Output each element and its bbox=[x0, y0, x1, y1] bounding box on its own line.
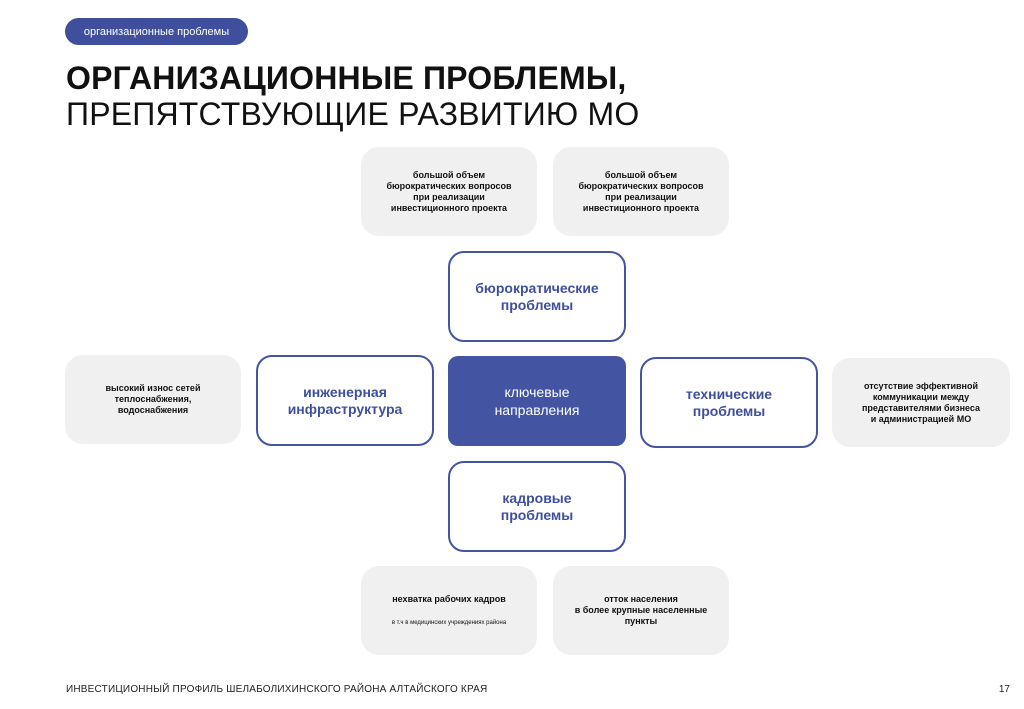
center-key-directions: ключевые направления bbox=[448, 356, 626, 446]
detail-box-left: высокий износ сетей теплоснабжения, водо… bbox=[65, 355, 241, 444]
detail-bottom-left-sub: в т.ч в медицинских учреждениях района bbox=[391, 620, 507, 626]
page-title-line-2: ПРЕПЯТСТВУЮЩИЕ РАЗВИТИЮ МО bbox=[66, 96, 640, 132]
detail-box-bottom-right: отток населения в более крупные населенн… bbox=[553, 566, 729, 655]
page-title: ОРГАНИЗАЦИОННЫЕ ПРОБЛЕМЫ, ПРЕПЯТСТВУЮЩИЕ… bbox=[66, 60, 639, 132]
category-bureaucratic-problems: бюрократические проблемы bbox=[448, 251, 626, 342]
footer-text: ИНВЕСТИЦИОННЫЙ ПРОФИЛЬ ШЕЛАБОЛИХИНСКОГО … bbox=[66, 684, 488, 695]
detail-bottom-left-main: нехватка рабочих кадров bbox=[392, 594, 506, 604]
page-title-line-1: ОРГАНИЗАЦИОННЫЕ ПРОБЛЕМЫ, bbox=[66, 60, 627, 96]
category-engineering-infrastructure: инженерная инфраструктура bbox=[256, 355, 434, 446]
category-personnel-problems: кадровые проблемы bbox=[448, 461, 626, 552]
detail-box-right: отсутствие эффективной коммуникации межд… bbox=[832, 358, 1010, 447]
detail-box-top-left: большой объем бюрократических вопросов п… bbox=[361, 147, 537, 236]
category-technical-problems: технические проблемы bbox=[640, 357, 818, 448]
detail-box-top-right: большой объем бюрократических вопросов п… bbox=[553, 147, 729, 236]
page-number: 17 bbox=[998, 684, 1010, 695]
detail-box-bottom-left: нехватка рабочих кадров в т.ч в медицинс… bbox=[361, 566, 537, 655]
section-badge: организационные проблемы bbox=[65, 18, 248, 45]
